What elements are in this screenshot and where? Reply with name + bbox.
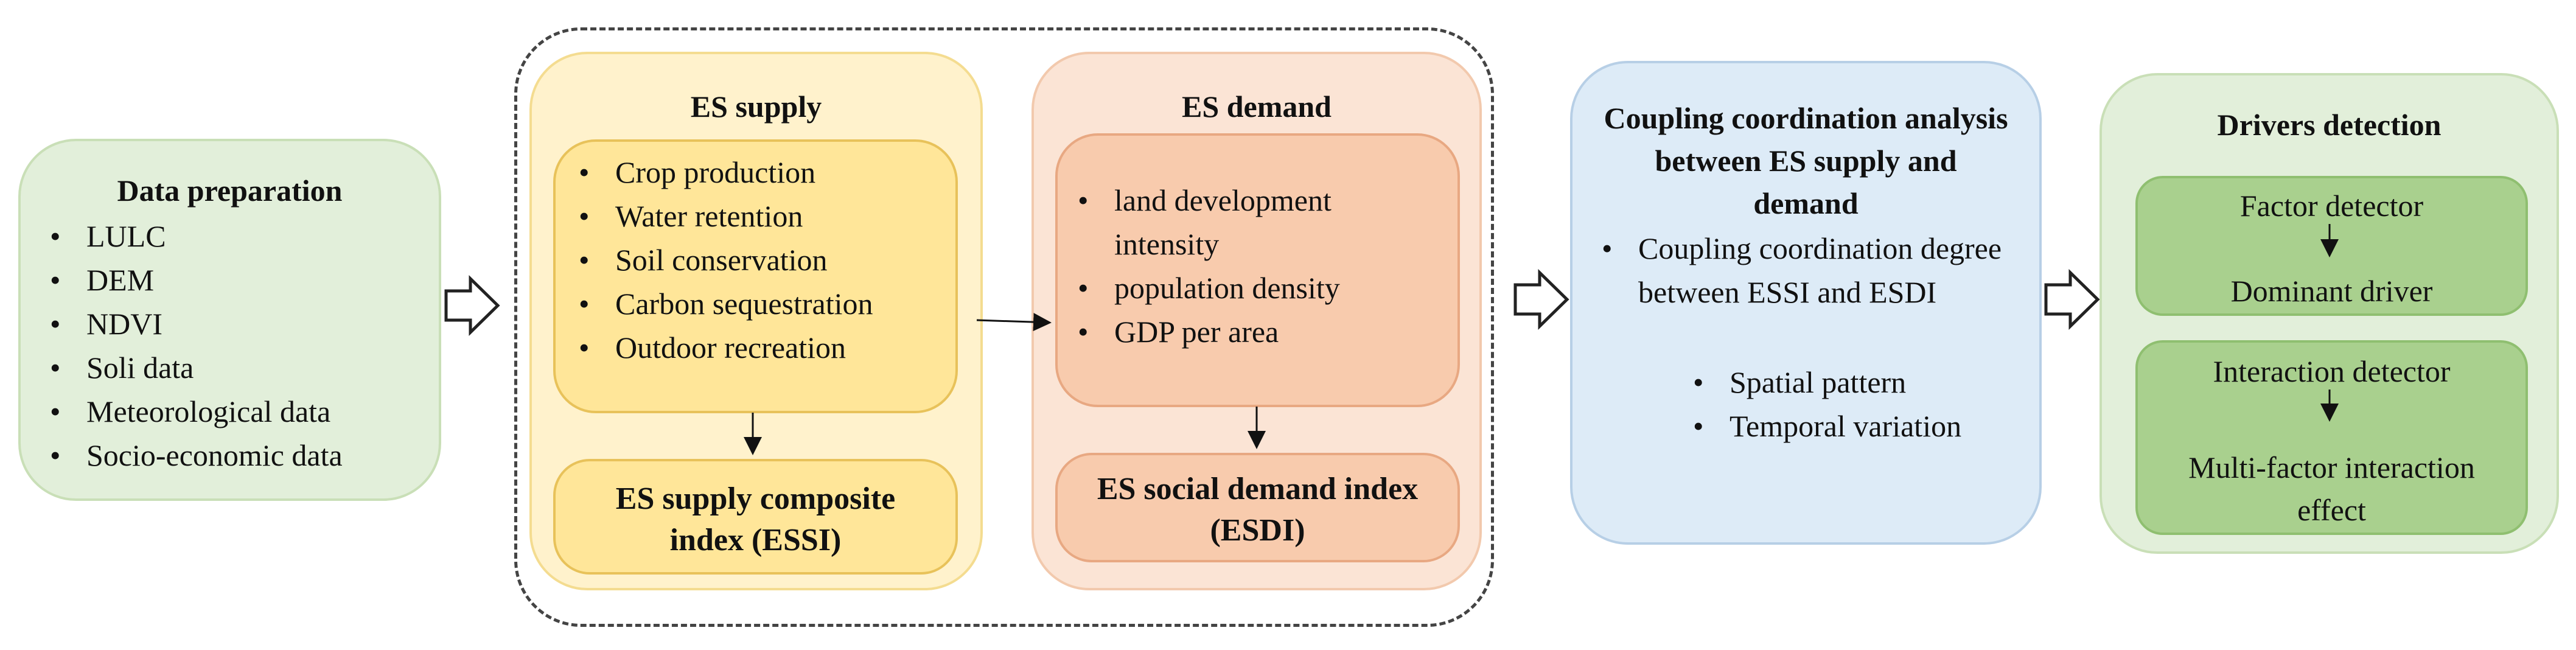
es-supply-title: ES supply [690, 89, 822, 124]
esdi-box: ES social demand index (ESDI) [1055, 453, 1460, 562]
es-demand-items-box: land development intensity population de… [1055, 133, 1460, 407]
list-item: Meteorological data [39, 390, 343, 433]
essi-label: ES supply composite index (ESSI) [615, 481, 896, 557]
list-item: Crop production [568, 150, 909, 194]
list-item: Carbon sequestration [568, 282, 909, 326]
list-item: Water retention [568, 194, 909, 238]
essi-box: ES supply composite index (ESSI) [553, 459, 958, 575]
dominant-driver-label: Dominant driver [2230, 274, 2433, 308]
list-item: Outdoor recreation [568, 326, 909, 369]
supply-to-demand-arrow [976, 313, 1052, 332]
esdi-label: ES social demand index (ESDI) [1097, 472, 1419, 548]
coupling-list: Coupling coordination degree between ESS… [1591, 226, 2023, 314]
list-item: population density [1067, 266, 1408, 310]
interaction-detector-label: Interaction detector [2213, 354, 2451, 388]
list-item: DEM [39, 258, 343, 302]
list-item: Socio-economic data [39, 433, 343, 477]
list-item: land development intensity [1067, 178, 1408, 266]
es-supply-items-box: Crop production Water retention Soil con… [553, 139, 958, 413]
interaction-detector-box: Interaction detector Multi-factor intera… [2135, 340, 2528, 535]
list-item: Coupling coordination degree between ESS… [1591, 226, 2023, 314]
es-supply-demand-group [514, 27, 1494, 627]
list-item: Spatial pattern [1682, 360, 1986, 404]
hollow-arrow-icon [2044, 269, 2100, 330]
es-supply-box: ES supply Crop production Water retentio… [529, 52, 983, 590]
es-demand-title: ES demand [1182, 89, 1332, 124]
interaction-effect-label: Multi-factor interaction effect [2188, 450, 2475, 527]
coupling-title: Coupling coordination analysis between E… [1604, 101, 2008, 220]
drivers-detection-box: Drivers detection Factor detector Domina… [2100, 73, 2559, 554]
list-item: GDP per area [1067, 310, 1408, 354]
data-preparation-box: Data preparation LULC DEM NDVI Soli data… [18, 139, 441, 501]
coupling-coordination-box: Coupling coordination analysis between E… [1570, 61, 2042, 545]
data-preparation-list: LULC DEM NDVI Soli data Meteorological d… [39, 214, 343, 477]
es-demand-list: land development intensity population de… [1067, 178, 1408, 354]
hollow-arrow-icon [1513, 269, 1569, 330]
drivers-title: Drivers detection [2217, 108, 2442, 142]
es-supply-list: Crop production Water retention Soil con… [568, 150, 909, 369]
coupling-sublist: Spatial pattern Temporal variation [1682, 360, 1986, 448]
list-item: LULC [39, 214, 343, 258]
list-item: Soli data [39, 346, 343, 390]
es-demand-box: ES demand land development intensity pop… [1031, 52, 1482, 590]
factor-detector-label: Factor detector [2239, 189, 2424, 223]
list-item: Temporal variation [1682, 404, 1986, 448]
data-preparation-title: Data preparation [117, 173, 343, 208]
hollow-arrow-icon [444, 275, 500, 336]
list-item: NDVI [39, 302, 343, 346]
list-item: Soil conservation [568, 238, 909, 282]
